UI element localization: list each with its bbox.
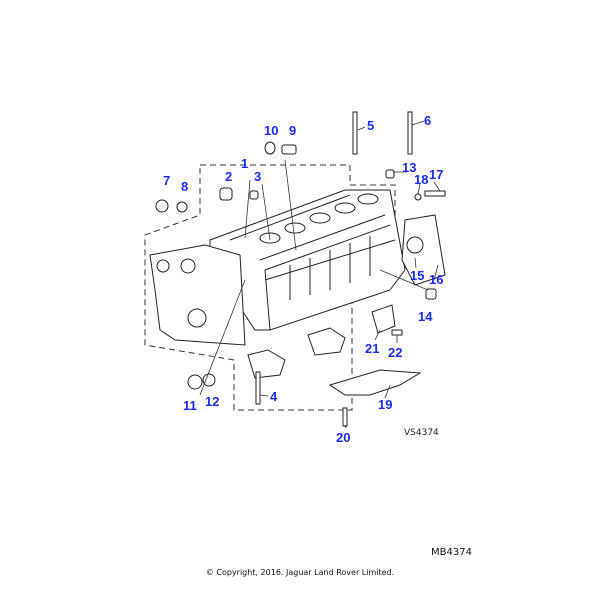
part-6-stud [407, 111, 413, 155]
callout-20: 20 [336, 430, 350, 445]
part-5-stud [352, 111, 358, 155]
part-10-washer [264, 141, 276, 155]
callout-15: 15 [410, 268, 424, 283]
part-9-bolt [281, 144, 297, 155]
part-22-bolt [391, 329, 403, 336]
callout-11: 11 [183, 398, 197, 413]
leader-lines [199, 120, 441, 429]
part-16-seal-housing [401, 214, 446, 286]
callout-12: 12 [205, 394, 219, 409]
part-19-baffle [328, 369, 422, 396]
callout-14: 14 [418, 309, 433, 324]
reference-number: MB4374 [431, 547, 472, 558]
callout-7: 7 [163, 173, 170, 188]
part-21-cover-plate [371, 304, 396, 334]
main-bearing-cap-2 [307, 327, 346, 356]
drawing-code: VS4374 [404, 428, 439, 438]
callout-21: 21 [365, 341, 379, 356]
callout-4: 4 [270, 389, 278, 404]
cylinder-block [149, 189, 406, 346]
part-20-bolt [342, 407, 348, 427]
part-17-bolt [424, 190, 446, 197]
part-7-plug [155, 199, 169, 213]
copyright-notice: © Copyright, 2016. Jaguar Land Rover Lim… [205, 568, 395, 577]
callout-5: 5 [367, 118, 374, 133]
part-3-dowel [249, 190, 259, 200]
callout-8: 8 [181, 179, 188, 194]
callout-labels: 1 2 3 4 5 6 7 8 9 10 11 12 13 14 15 16 1… [163, 113, 443, 445]
part-18-washer [414, 193, 422, 201]
callout-13: 13 [402, 160, 416, 175]
callout-3: 3 [254, 169, 261, 184]
part-11-plug [187, 374, 203, 390]
part-8-washer [176, 201, 188, 213]
callout-10: 10 [264, 123, 278, 138]
part-13-dowel [385, 169, 395, 179]
part-4-bolt [255, 371, 261, 405]
part-14-bush [425, 288, 437, 300]
callout-17: 17 [429, 167, 443, 182]
callout-9: 9 [289, 123, 296, 138]
callout-22: 22 [388, 345, 402, 360]
callout-1: 1 [241, 156, 248, 171]
callout-6: 6 [424, 113, 431, 128]
callout-18: 18 [414, 172, 428, 187]
part-12-o-ring [202, 373, 216, 387]
callout-2: 2 [225, 169, 232, 184]
assembly-boundary [144, 164, 396, 411]
part-2-bearing-shell [219, 187, 233, 201]
callout-16: 16 [429, 272, 443, 287]
main-bearing-cap [247, 349, 286, 379]
callout-19: 19 [378, 397, 392, 412]
